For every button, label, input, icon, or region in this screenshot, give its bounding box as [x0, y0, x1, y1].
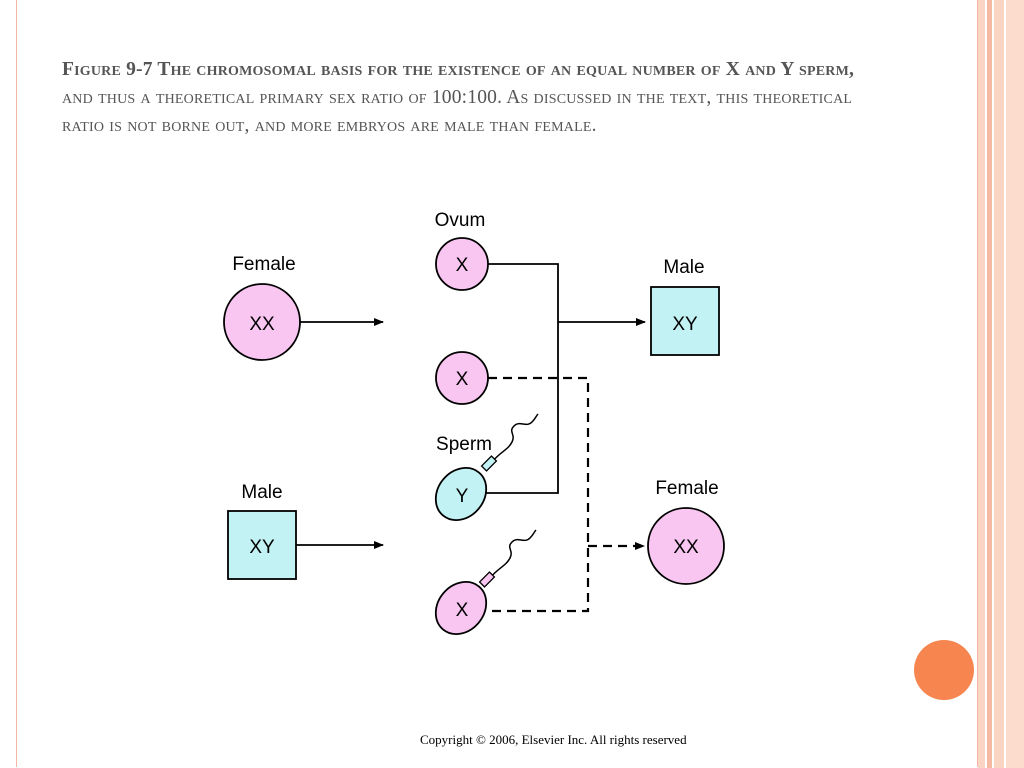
slide-border — [16, 0, 978, 767]
male-offspring-genotype: XY — [672, 314, 698, 335]
side-stripes — [978, 0, 1024, 768]
female-parent-label: Female — [232, 254, 295, 275]
female-offspring-genotype: XX — [673, 537, 699, 558]
female-parent-genotype: XX — [249, 314, 275, 335]
male-parent-box — [227, 510, 297, 580]
sperm-label: Sperm — [436, 434, 492, 455]
copyright-notice: Copyright © 2006, Elsevier Inc. All righ… — [420, 732, 687, 747]
sperm-x-tail — [489, 529, 537, 579]
sperm-x-midpiece — [478, 571, 496, 588]
figure-caption-bold: Figure 9-7 The chromosomal basis for the… — [62, 59, 855, 80]
ovum-bottom-chromosome: X — [456, 369, 469, 390]
decorative-orange-dot — [914, 640, 974, 700]
male-offspring-label: Male — [663, 257, 704, 278]
sperm-y-tail — [491, 413, 539, 463]
ovum-top-chromosome: X — [456, 255, 469, 276]
ovum-top-connector — [485, 263, 559, 494]
sperm-y-head — [434, 467, 488, 521]
female-offspring-label: Female — [655, 478, 718, 499]
sperm-x-chromosome: X — [456, 600, 469, 621]
male-parent-label: Male — [241, 482, 282, 503]
sperm-x-head — [434, 581, 488, 635]
ovum-label: Ovum — [435, 210, 486, 231]
ovum-bottom-connector — [486, 376, 590, 613]
female-offspring-circle — [647, 507, 725, 585]
sperm-y-midpiece — [480, 455, 498, 472]
slide-title: Figure 9-7 The chromosomal basis for the… — [62, 56, 882, 140]
male-parent-genotype: XY — [249, 537, 275, 558]
male-offspring-box — [650, 286, 720, 356]
sperm-y-chromosome: Y — [456, 486, 469, 507]
figure-caption-rest: and thus a theoretical primary sex ratio… — [62, 87, 853, 136]
